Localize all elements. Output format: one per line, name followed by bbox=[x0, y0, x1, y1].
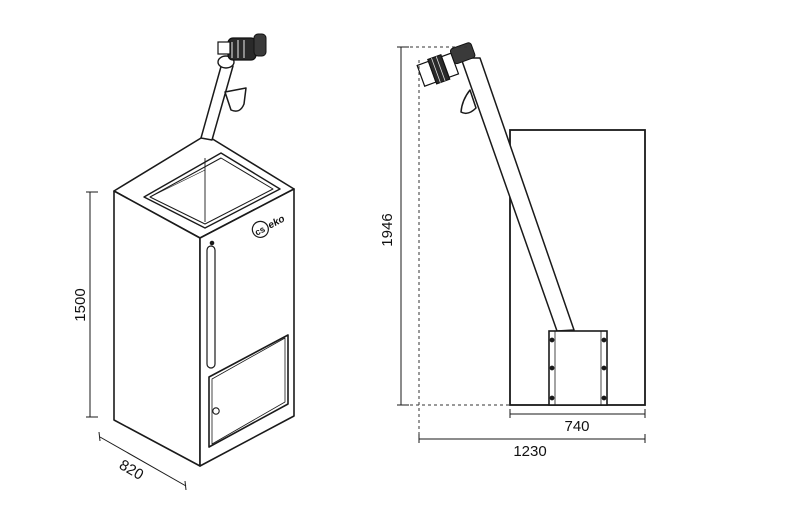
dim-height-total bbox=[397, 46, 409, 406]
hopper-opening-inner bbox=[149, 157, 274, 225]
feeder-box bbox=[548, 330, 608, 406]
dim-depth-cabinet bbox=[98, 431, 187, 491]
hopper-inner-shade bbox=[149, 169, 206, 198]
side-envelope-dashed bbox=[398, 46, 510, 438]
dim-tick bbox=[184, 480, 187, 491]
bolt bbox=[549, 395, 555, 401]
iso-cabinet bbox=[113, 134, 295, 467]
dim-width-cabinet bbox=[509, 409, 646, 418]
bolt bbox=[601, 337, 607, 343]
logo-text: cs bbox=[253, 224, 267, 238]
corner-bolt bbox=[209, 240, 215, 246]
iso-door-inner bbox=[211, 337, 286, 445]
iso-right-face bbox=[199, 188, 295, 467]
bolt bbox=[549, 365, 555, 371]
sight-slot bbox=[206, 245, 216, 369]
iso-auger bbox=[200, 62, 247, 141]
iso-left-face bbox=[113, 190, 201, 467]
label-width-total: 1230 bbox=[513, 443, 546, 460]
bolt bbox=[601, 395, 607, 401]
label-width-cabinet: 740 bbox=[564, 418, 589, 435]
iso-door bbox=[208, 334, 289, 448]
label-height-cabinet: 1500 bbox=[72, 288, 89, 321]
iso-auger-outlet bbox=[224, 87, 247, 112]
dim-tick bbox=[98, 431, 101, 442]
label-height-total: 1946 bbox=[379, 213, 396, 246]
auger-motor-icon bbox=[217, 33, 267, 69]
logo-ring-icon bbox=[251, 220, 269, 238]
hopper-opening-outer bbox=[143, 152, 281, 229]
side-auger-outlet bbox=[460, 89, 477, 115]
dim-height-cabinet bbox=[86, 191, 98, 418]
door-handle bbox=[212, 407, 220, 415]
brand-logo: cs eko bbox=[251, 214, 287, 238]
bolt bbox=[601, 365, 607, 371]
bolt bbox=[549, 337, 555, 343]
dim-line bbox=[99, 436, 187, 487]
auger-motor-icon bbox=[416, 42, 476, 87]
side-feeder-box bbox=[548, 330, 608, 406]
dim-width-total bbox=[418, 434, 646, 443]
